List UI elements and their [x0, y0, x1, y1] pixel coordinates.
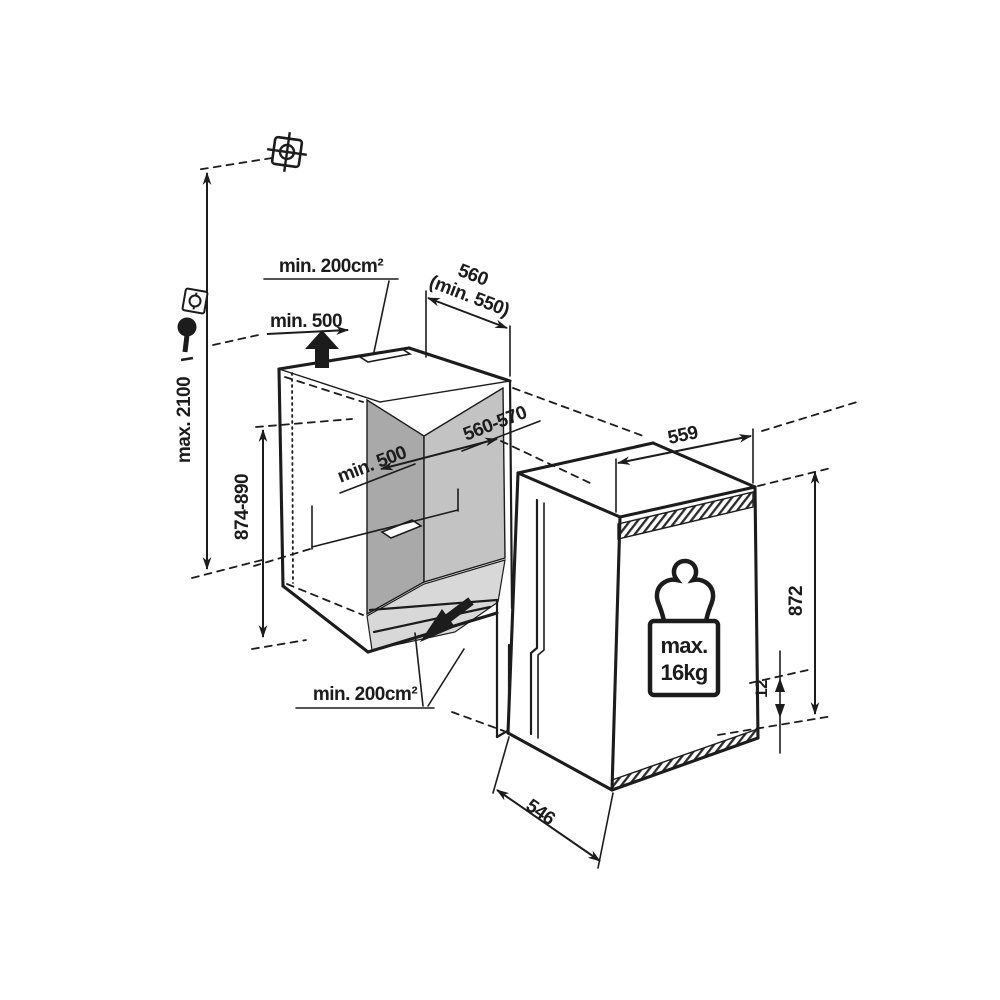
niche-edge [277, 367, 285, 588]
appliance-edge [610, 736, 760, 792]
appliance-edge [516, 471, 622, 519]
niche-cabinet [277, 330, 514, 739]
socket-outlet-icon [181, 287, 209, 315]
door-weight-icon: max. 16kg [647, 558, 721, 698]
appliance-width-label: 559 [666, 422, 700, 449]
appliance-door-edge [529, 498, 545, 739]
appliance: max. 16kg [506, 441, 760, 792]
socket-height-label: max. 2100 [174, 377, 195, 463]
niche-height-label: 874-890 [232, 474, 253, 540]
appliance-edge [610, 515, 622, 792]
socket-position-icon [267, 132, 307, 172]
appliance-edge [506, 471, 520, 735]
niche-edge [508, 379, 514, 610]
dim-base-gap: 12 [749, 650, 809, 754]
niche-back-wall [423, 386, 506, 583]
base-gap-label: 12 [752, 680, 771, 698]
appliance-depth-label: 546 [522, 795, 559, 830]
dim-niche-height: 874-890 [232, 418, 353, 650]
door-weight-max-label: max. [661, 633, 708, 658]
dim-top-vent: min. 200cm² [263, 256, 399, 353]
projection-line [761, 401, 858, 432]
dim-appliance-height: 872 [717, 467, 834, 736]
projection-line [451, 711, 505, 732]
power-plug-icon [177, 317, 197, 362]
projection-line [500, 440, 591, 484]
niche-edge [281, 584, 370, 654]
top-vent-label: min. 200cm² [279, 256, 383, 277]
dim-socket-height: max. 2100 [174, 132, 307, 579]
airflow-bottom-arrow [420, 597, 474, 642]
niche-edge [277, 346, 411, 371]
airflow-top-arrow [305, 330, 339, 368]
bottom-vent-label: min. 200cm² [313, 684, 417, 705]
top-duct-label: min. 500 [270, 311, 342, 332]
dim-bottom-vent: min. 200cm² [295, 632, 465, 709]
hidden-edge [284, 376, 364, 403]
niche-left-wall [366, 398, 425, 616]
appliance-edge [753, 485, 760, 740]
door-weight-value-label: 16kg [661, 660, 708, 685]
hidden-edge [286, 583, 364, 616]
appliance-height-label: 872 [786, 586, 807, 616]
hidden-edge [291, 372, 294, 584]
appliance-edge [506, 731, 614, 792]
dim-top-duct: min. 500 [212, 311, 350, 346]
projection-line [512, 387, 647, 438]
appliance-edge [618, 485, 757, 519]
